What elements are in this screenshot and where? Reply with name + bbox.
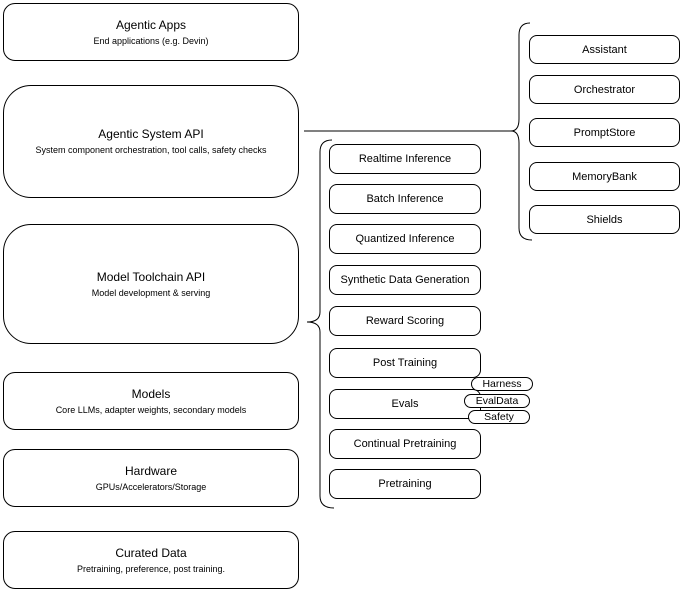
pill-label: Safety <box>484 410 514 423</box>
box-subtitle: Pretraining, preference, post training. <box>76 563 226 574</box>
box-title: Agentic Apps <box>115 17 187 32</box>
node-label: Reward Scoring <box>365 315 445 327</box>
node-label: Continual Pretraining <box>353 438 457 450</box>
box-title: Models <box>131 386 171 401</box>
stack-box-agentic-apps: Agentic Apps End applications (e.g. Devi… <box>3 3 299 61</box>
box-subtitle: System component orchestration, tool cal… <box>35 145 267 155</box>
node-label: Orchestrator <box>573 83 636 96</box>
eval-tag-safety: Safety <box>468 410 530 424</box>
box-title: Curated Data <box>115 545 187 560</box>
node-label: Post Training <box>372 357 438 369</box>
toolchain-node-pretraining: Pretraining <box>329 469 481 499</box>
toolchain-node-synthetic-data-generation: Synthetic Data Generation <box>329 265 481 295</box>
node-label: Evals <box>391 398 419 410</box>
toolchain-node-reward-scoring: Reward Scoring <box>329 306 481 336</box>
toolchain-node-realtime-inference: Realtime Inference <box>329 144 481 174</box>
toolchain-node-evals: Evals <box>329 389 481 419</box>
eval-tag-evaldata: EvalData <box>464 394 530 408</box>
box-subtitle: Model development & serving <box>91 287 211 298</box>
toolchain-node-quantized-inference: Quantized Inference <box>329 224 481 254</box>
component-node-assistant: Assistant <box>529 35 680 64</box>
toolchain-node-continual-pretraining: Continual Pretraining <box>329 429 481 459</box>
box-subtitle: Core LLMs, adapter weights, secondary mo… <box>55 404 247 415</box>
component-node-orchestrator: Orchestrator <box>529 75 680 104</box>
box-subtitle: End applications (e.g. Devin) <box>93 35 209 46</box>
component-node-promptstore: PromptStore <box>529 118 680 147</box>
pill-label: EvalData <box>475 394 519 407</box>
node-label: Assistant <box>582 43 627 56</box>
node-label: Realtime Inference <box>358 153 452 165</box>
toolchain-node-post-training: Post Training <box>329 348 481 378</box>
node-label: Pretraining <box>378 478 432 490</box>
node-label: PromptStore <box>573 126 636 139</box>
box-title: Agentic System API <box>98 127 204 141</box>
toolchain-node-batch-inference: Batch Inference <box>329 184 481 214</box>
stack-box-curated-data: Curated Data Pretraining, preference, po… <box>3 531 299 589</box>
box-subtitle: GPUs/Accelerators/Storage <box>95 481 207 492</box>
eval-tag-harness: Harness <box>471 377 533 391</box>
stack-box-model-toolchain-api: Model Toolchain API Model development & … <box>3 224 299 344</box>
node-label: Synthetic Data Generation <box>340 274 470 286</box>
component-node-memorybank: MemoryBank <box>529 162 680 191</box>
stack-box-hardware: Hardware GPUs/Accelerators/Storage <box>3 449 299 507</box>
stack-box-agentic-system-api: Agentic System API System component orch… <box>3 85 299 198</box>
node-label: Quantized Inference <box>355 233 455 245</box>
stack-box-models: Models Core LLMs, adapter weights, secon… <box>3 372 299 430</box>
node-label: MemoryBank <box>572 170 637 183</box>
node-label: Shields <box>586 213 623 226</box>
box-title: Hardware <box>124 463 178 478</box>
node-label: Batch Inference <box>366 193 444 205</box>
component-node-shields: Shields <box>529 205 680 234</box>
box-title: Model Toolchain API <box>96 269 206 284</box>
pill-label: Harness <box>482 377 522 390</box>
